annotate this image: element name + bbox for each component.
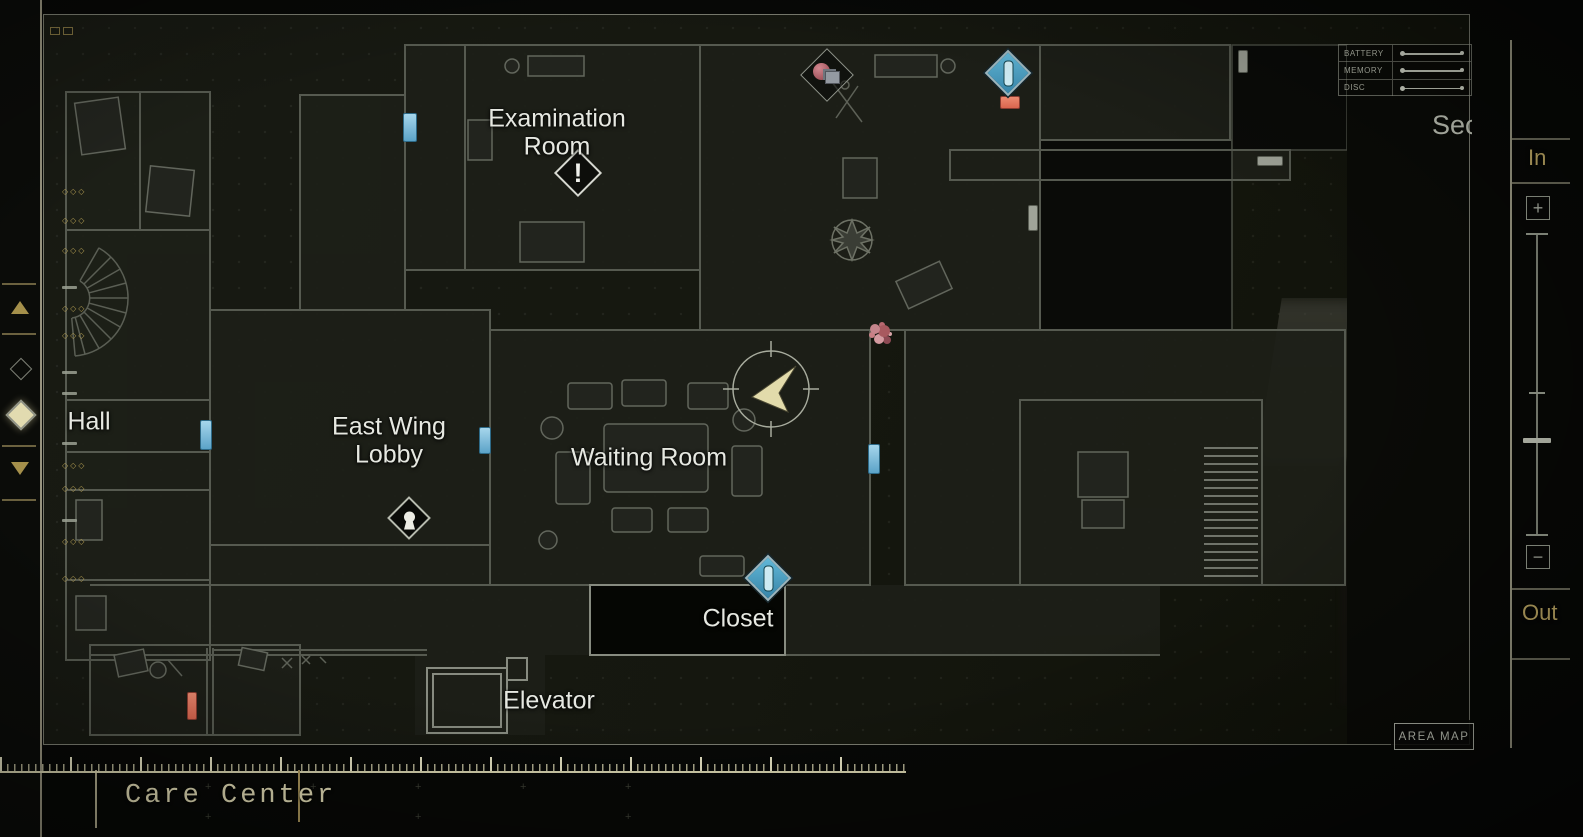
scale-tick <box>62 519 77 522</box>
scale-dots-badge: ◇◇◇ <box>62 216 87 225</box>
door-marker-blue <box>868 444 880 474</box>
grid-cross-icon: + <box>205 811 212 823</box>
door-marker-gray <box>1028 205 1038 231</box>
location-name: Care Center <box>125 781 337 811</box>
floor-up-button[interactable] <box>11 301 29 314</box>
scale-dots-badge: ◇◇◇ <box>62 246 87 255</box>
gauge-line <box>1393 62 1471 78</box>
zoom-in-button[interactable]: + <box>1526 196 1550 220</box>
area-map-button[interactable]: AREA MAP <box>1394 723 1474 750</box>
door-marker-red <box>1000 96 1020 109</box>
zoom-slider-midpoint-tick <box>1529 392 1545 394</box>
room-label-hall: Hall <box>67 407 111 436</box>
divider <box>1512 658 1570 660</box>
scale-tick <box>62 286 77 289</box>
scale-dots-badge: ◇◇◇ <box>62 461 87 470</box>
door-marker-blue <box>200 420 212 450</box>
grid-cross-icon: + <box>415 811 422 823</box>
gauge-line <box>1393 80 1471 96</box>
zoom-out-step-button[interactable]: Out <box>1522 600 1558 625</box>
gauge-row-memory: MEMORY <box>1339 62 1471 80</box>
compass-rose <box>829 217 875 263</box>
door-marker-gray <box>1238 50 1248 73</box>
gauge-label: BATTERY <box>1339 45 1393 62</box>
divider <box>2 333 36 335</box>
scale-tick <box>62 371 77 374</box>
scale-dots-badge: ◇◇◇ <box>62 484 87 493</box>
divider <box>1512 588 1570 590</box>
room-label-waiting-room: Waiting Room <box>570 443 728 472</box>
door-marker-blue <box>479 427 491 454</box>
door-marker-gray <box>1257 156 1283 166</box>
event-bar-icon <box>754 564 783 593</box>
grid-cross-icon: + <box>625 811 632 823</box>
grid-cross-icon: + <box>205 781 212 793</box>
room-label-east-wing-lobby: East Wing Lobby <box>332 412 446 468</box>
resource-gauge-panel: BATTERY MEMORY DISC <box>1338 44 1472 96</box>
grid-cross-icon: + <box>520 781 527 793</box>
floor-name-label: Sec <box>1432 110 1472 140</box>
map-ruler <box>0 757 906 773</box>
item-cube-icon <box>825 71 840 84</box>
divider <box>2 445 36 447</box>
scale-dots-badge: ◇◇◇ <box>62 331 87 340</box>
zoom-slider-top-cap <box>1526 233 1548 235</box>
corner-mark-icon <box>63 27 73 35</box>
room-label-elevator: Elevator <box>503 686 595 715</box>
keyhole-icon <box>396 505 423 532</box>
gauge-label: MEMORY <box>1339 62 1393 79</box>
footer-divider-line <box>95 770 97 828</box>
zoom-slider-handle[interactable] <box>1523 438 1551 443</box>
scale-dots-badge: ◇◇◇ <box>62 304 87 313</box>
exclamation-icon: ! <box>573 157 583 188</box>
grid-cross-icon: + <box>415 781 422 793</box>
grid-cross-icon: + <box>310 781 317 793</box>
divider <box>1512 182 1570 184</box>
divider <box>1512 138 1570 140</box>
gauge-line <box>1393 45 1471 61</box>
gauge-row-disc: DISC <box>1339 79 1471 96</box>
zoom-slider-track <box>1536 234 1538 535</box>
divider <box>2 283 36 285</box>
gauge-row-battery: BATTERY <box>1339 45 1471 63</box>
corner-mark-icon <box>50 27 60 35</box>
scale-dots-badge: ◇◇◇ <box>62 537 87 546</box>
plant-cluster-marker <box>870 324 880 334</box>
room-label-examination-room: Examination Room <box>488 104 626 160</box>
zoom-slider-bottom-cap <box>1526 534 1548 536</box>
room-label-closet: Closet <box>702 604 774 633</box>
gauge-label: DISC <box>1339 79 1393 96</box>
zoom-in-step-button[interactable]: In <box>1528 145 1547 170</box>
scale-tick <box>62 442 77 445</box>
grid-cross-icon: + <box>625 781 632 793</box>
floor-down-button[interactable] <box>11 462 29 475</box>
divider <box>2 499 36 501</box>
door-marker-red <box>187 692 197 720</box>
scale-tick <box>62 392 77 395</box>
scale-dots-badge: ◇◇◇ <box>62 574 87 583</box>
event-bar-icon <box>994 59 1023 88</box>
door-marker-blue <box>403 113 417 142</box>
zoom-out-button[interactable]: − <box>1526 545 1550 569</box>
item-icons <box>809 57 845 93</box>
sidebar-divider-line <box>1510 40 1512 748</box>
scale-dots-badge: ◇◇◇ <box>62 187 87 196</box>
